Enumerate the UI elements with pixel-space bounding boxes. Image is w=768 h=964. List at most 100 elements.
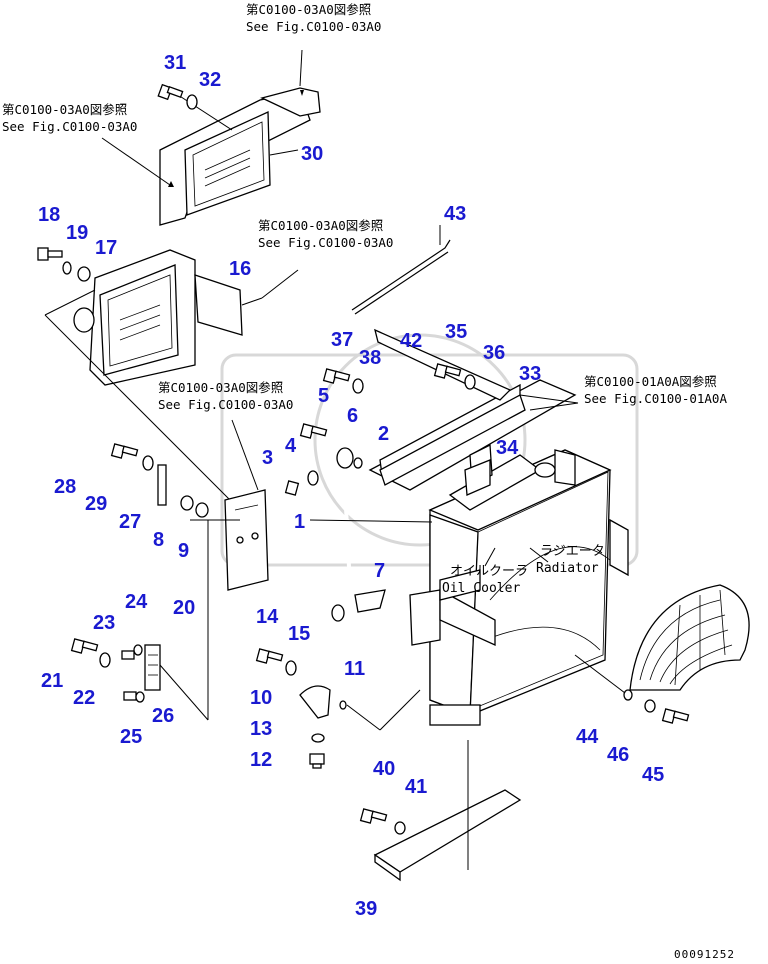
callout-9: 9: [178, 540, 189, 562]
callout-1: 1: [294, 511, 305, 533]
part-34-clamp: [464, 459, 491, 496]
callout-16: 16: [229, 258, 251, 280]
fan-guard: [629, 584, 750, 691]
bracket-8: [190, 419, 269, 591]
callout-3: 3: [262, 447, 273, 469]
part-10-elbow: [299, 685, 331, 719]
washer-32: [186, 94, 198, 110]
reference-right-jp: 第C0100-01A0A図参照: [584, 374, 717, 389]
washer-9: [195, 502, 209, 518]
part-30-cooler-panel: [101, 49, 321, 226]
bolt-37: [322, 368, 351, 384]
radiator-label-en: Radiator: [536, 561, 599, 576]
part-2-plug: [353, 457, 363, 469]
callout-26: 26: [152, 705, 174, 727]
oil-cooler-label-en: Oil Cooler: [442, 581, 520, 596]
washer-46: [644, 699, 656, 713]
callout-22: 22: [73, 687, 95, 709]
drawing-code: 00091252: [674, 948, 735, 961]
seal-26: [135, 691, 145, 703]
part-7-hose: [331, 459, 386, 622]
part-39-cover: [373, 740, 522, 882]
part-20-small-cooler: [144, 520, 209, 721]
reference-top-en: See Fig.C0100-03A0: [246, 19, 381, 34]
washer-41: [394, 821, 406, 835]
seal-11: [339, 689, 421, 731]
reference-middle: 第C0100-03A0図参照 See Fig.C0100-03A0: [258, 218, 393, 250]
callout-7: 7: [374, 560, 385, 582]
seal-24: [133, 644, 143, 656]
washer-38: [352, 378, 364, 394]
callout-38: 38: [359, 347, 381, 369]
callout-20: 20: [173, 597, 195, 619]
part-4-washer: [307, 470, 319, 486]
washer-17: [77, 266, 91, 282]
callout-5: 5: [318, 385, 329, 407]
callout-44: 44: [576, 726, 599, 748]
reference-upper-left: 第C0100-03A0図参照 See Fig.C0100-03A0: [2, 102, 137, 134]
reference-top-jp: 第C0100-03A0図参照: [246, 2, 371, 17]
reference-bracket: 第C0100-03A0図参照 See Fig.C0100-03A0: [158, 380, 293, 412]
reference-middle-en: See Fig.C0100-03A0: [258, 235, 393, 250]
callout-8: 8: [153, 529, 164, 551]
part-3-bolt: [284, 480, 300, 496]
callout-numbers: 1 2 3 4 5 6 7 8 9 10 11 12 13 14 15 16 1…: [38, 52, 664, 920]
reference-upper-left-jp: 第C0100-03A0図参照: [2, 102, 127, 117]
callout-10: 10: [250, 687, 272, 709]
callout-2: 2: [378, 423, 389, 445]
callout-6: 6: [347, 405, 358, 427]
callout-24: 24: [125, 591, 148, 613]
callout-23: 23: [93, 612, 115, 634]
callout-11: 11: [344, 658, 365, 680]
washer-36: [464, 374, 476, 390]
callout-42: 42: [400, 330, 422, 352]
seal-13: [311, 733, 325, 743]
callout-45: 45: [642, 764, 664, 786]
bolt-18: [37, 247, 63, 261]
callout-19: 19: [66, 222, 88, 244]
callout-35: 35: [445, 321, 467, 343]
callout-29: 29: [85, 493, 107, 515]
callout-12: 12: [250, 749, 272, 771]
callout-30: 30: [301, 143, 323, 165]
callout-25: 25: [120, 726, 142, 748]
bolt-40: [359, 808, 388, 824]
callout-37: 37: [331, 329, 353, 351]
washer-15: [285, 660, 297, 676]
reference-upper-left-en: See Fig.C0100-03A0: [2, 119, 137, 134]
callout-33: 33: [519, 363, 541, 385]
callout-13: 13: [250, 718, 272, 740]
callout-36: 36: [483, 342, 505, 364]
callout-18: 18: [38, 204, 60, 226]
callout-27: 27: [119, 511, 141, 533]
callout-34: 34: [496, 437, 519, 459]
callout-17: 17: [95, 237, 117, 259]
part-6-clamp: [336, 447, 354, 469]
bolt-14: [255, 648, 284, 664]
washer-8: [180, 495, 194, 511]
bolt-21: [70, 638, 99, 654]
plate-27: [157, 464, 167, 506]
reference-middle-jp: 第C0100-03A0図参照: [258, 218, 383, 233]
part-43-rod: [351, 225, 451, 315]
part-5-bolt: [299, 423, 328, 439]
callout-15: 15: [288, 623, 310, 645]
reference-bracket-en: See Fig.C0100-03A0: [158, 397, 293, 412]
oil-cooler-label-jp: オイルクーラ: [450, 564, 528, 579]
part-16-cooler: [44, 249, 299, 506]
callout-39: 39: [355, 898, 377, 920]
callout-28: 28: [54, 476, 76, 498]
callout-4: 4: [285, 435, 297, 457]
callout-21: 21: [41, 670, 63, 692]
washer-19: [62, 261, 72, 275]
bolt-45: [661, 708, 690, 724]
fitting-23: [121, 650, 135, 660]
plug-12: [309, 753, 325, 769]
callout-41: 41: [405, 776, 427, 798]
washer-29: [142, 455, 154, 471]
bolt-35: [433, 363, 462, 379]
reference-top: 第C0100-03A0図参照 See Fig.C0100-03A0: [246, 2, 381, 34]
reference-bracket-jp: 第C0100-03A0図参照: [158, 380, 283, 395]
callout-31: 31: [164, 52, 186, 74]
